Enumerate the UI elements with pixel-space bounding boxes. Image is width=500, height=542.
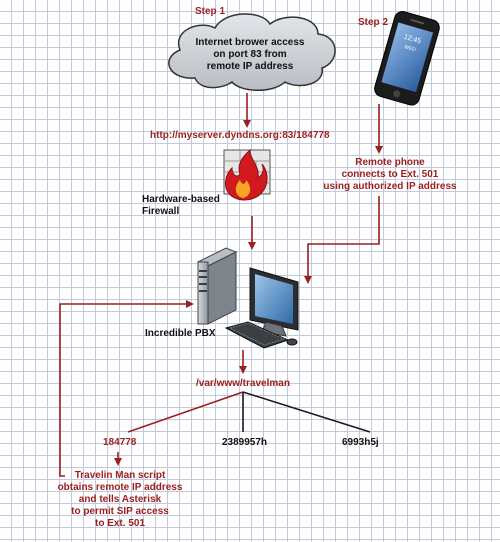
firewall-icon — [223, 148, 271, 201]
step2-label: Step 2 — [358, 17, 389, 28]
smartphone-icon: 12:45 WED — [374, 11, 440, 106]
line-to-184778 — [127, 391, 244, 433]
script-label: Travelin Man script obtains remote IP ad… — [57, 470, 183, 529]
step1-label: Step 1 — [195, 6, 226, 17]
line-to-6993h5j — [242, 391, 371, 433]
phone-label: Remote phone connects to Ext. 501 using … — [323, 157, 457, 192]
pbx-computer-icon — [196, 247, 299, 349]
path-label: /var/www/travelman — [196, 378, 290, 389]
firewall-label: Hardware-based Firewall — [142, 194, 220, 217]
arrow-script-to-pbx — [59, 300, 194, 477]
cloud-text: Internet brower access on port 83 from r… — [195, 37, 305, 72]
phone-time: 12:45 — [403, 34, 422, 46]
pbx-label: Incredible PBX — [145, 328, 216, 339]
branch-6993h5j: 6993h5j — [342, 437, 379, 448]
internet-cloud-icon — [168, 13, 336, 91]
branch-2389957h: 2389957h — [222, 437, 268, 448]
monitor-icon — [249, 267, 299, 337]
keyboard-icon — [224, 321, 298, 349]
server-url: http://myserver.dyndns.org:83/184778 — [150, 130, 330, 141]
phone-date: WED — [403, 44, 416, 53]
arrow-phone-to-pbx — [304, 196, 380, 284]
server-tower-icon — [196, 247, 238, 325]
branch-184778: 184778 — [103, 437, 137, 448]
connectors — [59, 93, 383, 477]
